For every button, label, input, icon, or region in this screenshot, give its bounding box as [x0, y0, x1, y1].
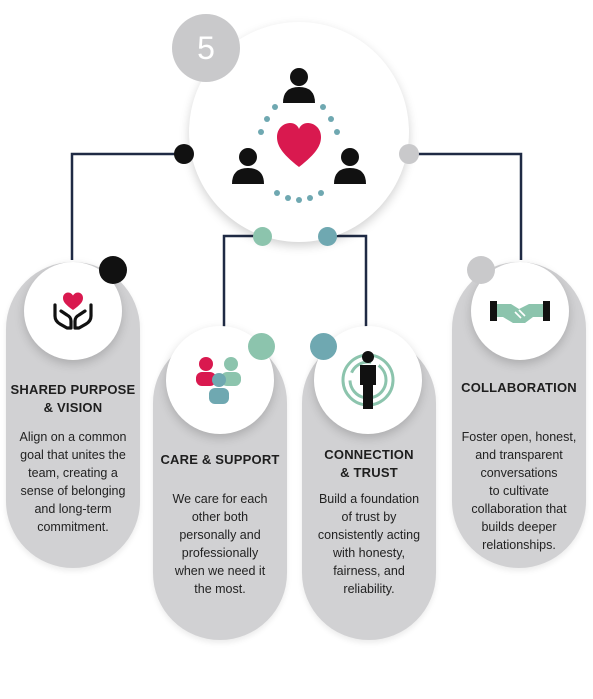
step-number-badge: 5: [172, 14, 240, 82]
connector-dot-center-right: [318, 227, 337, 246]
people-group-icon: [196, 357, 241, 404]
connector-dot-center-left: [253, 227, 272, 246]
card-title-shared-purpose: SHARED PURPOSE & VISION: [10, 382, 136, 415]
card-description-shared-purpose: Align on a common goal that unites the t…: [19, 430, 127, 534]
team-heart-icon: [232, 68, 366, 203]
card-title-collaboration: COLLABORATION: [461, 380, 577, 395]
handshake-icon: [490, 301, 550, 323]
person-signal-icon: [341, 351, 395, 409]
connector-dot-right: [399, 144, 419, 164]
card-description-care-support: We care for each other both personally a…: [172, 492, 268, 596]
heart-in-hands-icon: [53, 292, 93, 330]
card-description-connection-trust: Build a foundation of trust by consisten…: [317, 492, 421, 596]
card-description-collaboration: Foster open, honest, and transparent con…: [461, 430, 577, 552]
card-accent-dot-collaboration: [467, 256, 495, 284]
card-title-connection-trust: CONNECTION & TRUST: [324, 447, 414, 480]
card-accent-dot-connection-trust: [310, 333, 337, 360]
card-title-care-support: CARE & SUPPORT: [160, 452, 280, 467]
connector-dot-left: [174, 144, 194, 164]
card-accent-dot-care-support: [248, 333, 275, 360]
card-accent-dot-shared-purpose: [99, 256, 127, 284]
